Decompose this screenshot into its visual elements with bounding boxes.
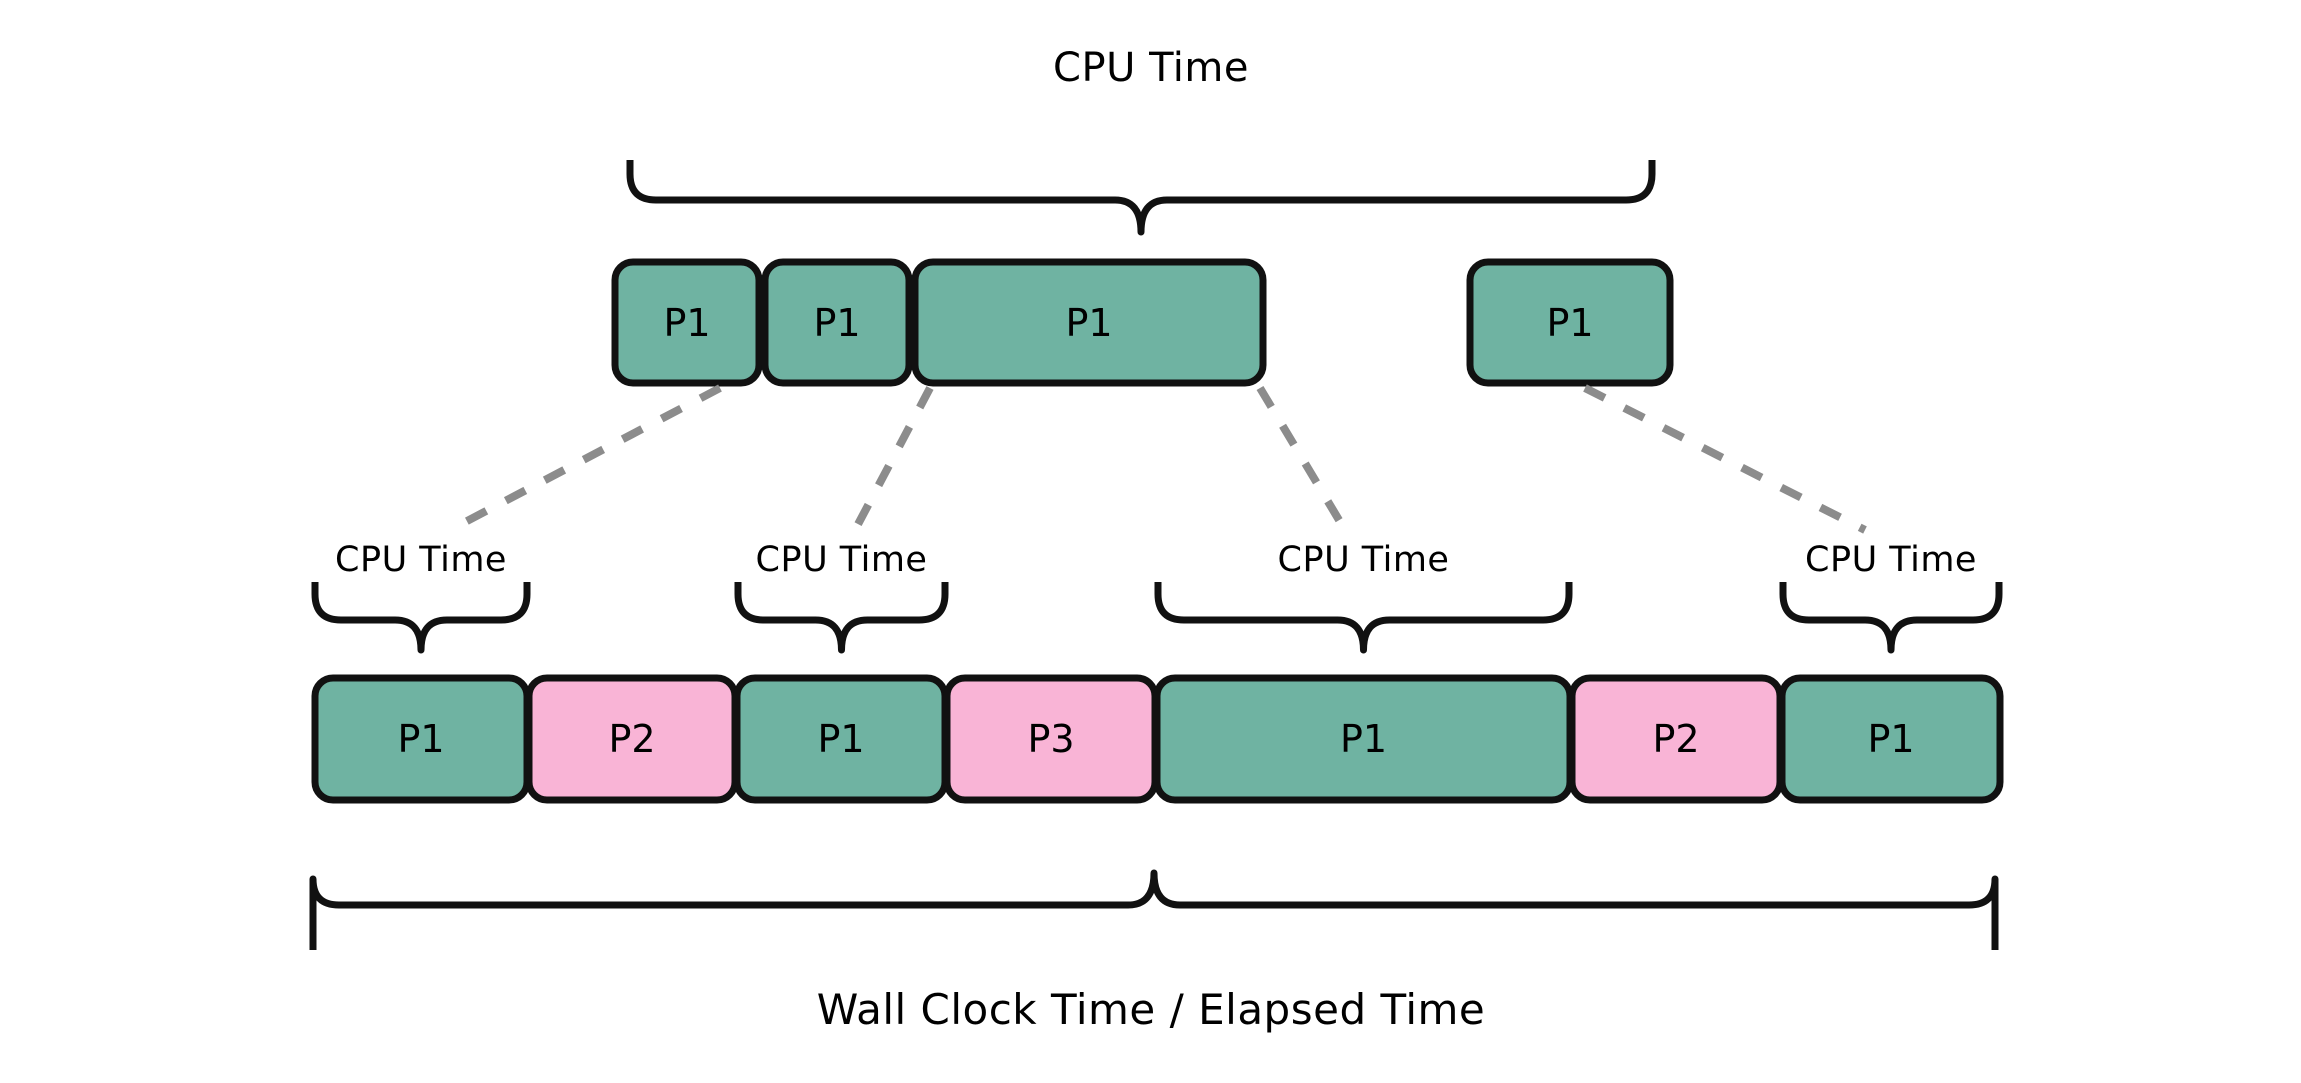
segment-brace-label-1: CPU Time	[335, 540, 507, 580]
cpu-time-top-brace	[626, 160, 1656, 236]
wall-row-block-p1-4[interactable]	[1153, 674, 1574, 804]
cpu-time-brace	[626, 160, 1656, 236]
wall-row-block-p2-5[interactable]	[1568, 674, 1784, 804]
dashed-connector-group	[448, 384, 1867, 534]
dashed-connector-4	[1583, 384, 1867, 534]
dashed-connector-1	[448, 384, 722, 534]
segment-brace-3	[1154, 582, 1573, 654]
segment-brace-2	[734, 582, 949, 654]
segment-brace-label-4: CPU Time	[1805, 540, 1977, 580]
wall-clock-brace	[309, 869, 1999, 950]
dashed-connector-3	[1256, 385, 1349, 533]
cpu-time-title-label: CPU Time	[1053, 45, 1249, 91]
cpu-row-block-p1-3[interactable]	[1466, 258, 1674, 387]
wall-row-block-p1-0[interactable]	[311, 674, 531, 804]
wall-clock-block-row	[311, 674, 2004, 804]
wall-row-block-p2-1[interactable]	[525, 674, 739, 804]
segment-brace-label-2: CPU Time	[755, 540, 928, 580]
wall-row-block-p1-6[interactable]	[1778, 674, 2004, 804]
dashed-connector-2	[851, 386, 934, 532]
cpu-row-block-p1-0[interactable]	[611, 258, 763, 387]
wall-row-block-p1-2[interactable]	[733, 674, 949, 804]
segment-brace-group	[311, 582, 2003, 654]
cpu-time-block-row	[611, 258, 1674, 387]
cpu-row-block-p1-2[interactable]	[911, 258, 1267, 387]
cpu-row-block-p1-1[interactable]	[761, 258, 913, 387]
segment-brace-4	[1779, 582, 2003, 654]
segment-brace-1	[311, 582, 531, 654]
wall-row-block-p3-3[interactable]	[943, 674, 1159, 804]
wall-clock-time-label: Wall Clock Time / Elapsed Time	[816, 985, 1486, 1034]
segment-brace-label-3: CPU Time	[1277, 540, 1450, 580]
wall-clock-bottom-brace	[309, 869, 1999, 950]
